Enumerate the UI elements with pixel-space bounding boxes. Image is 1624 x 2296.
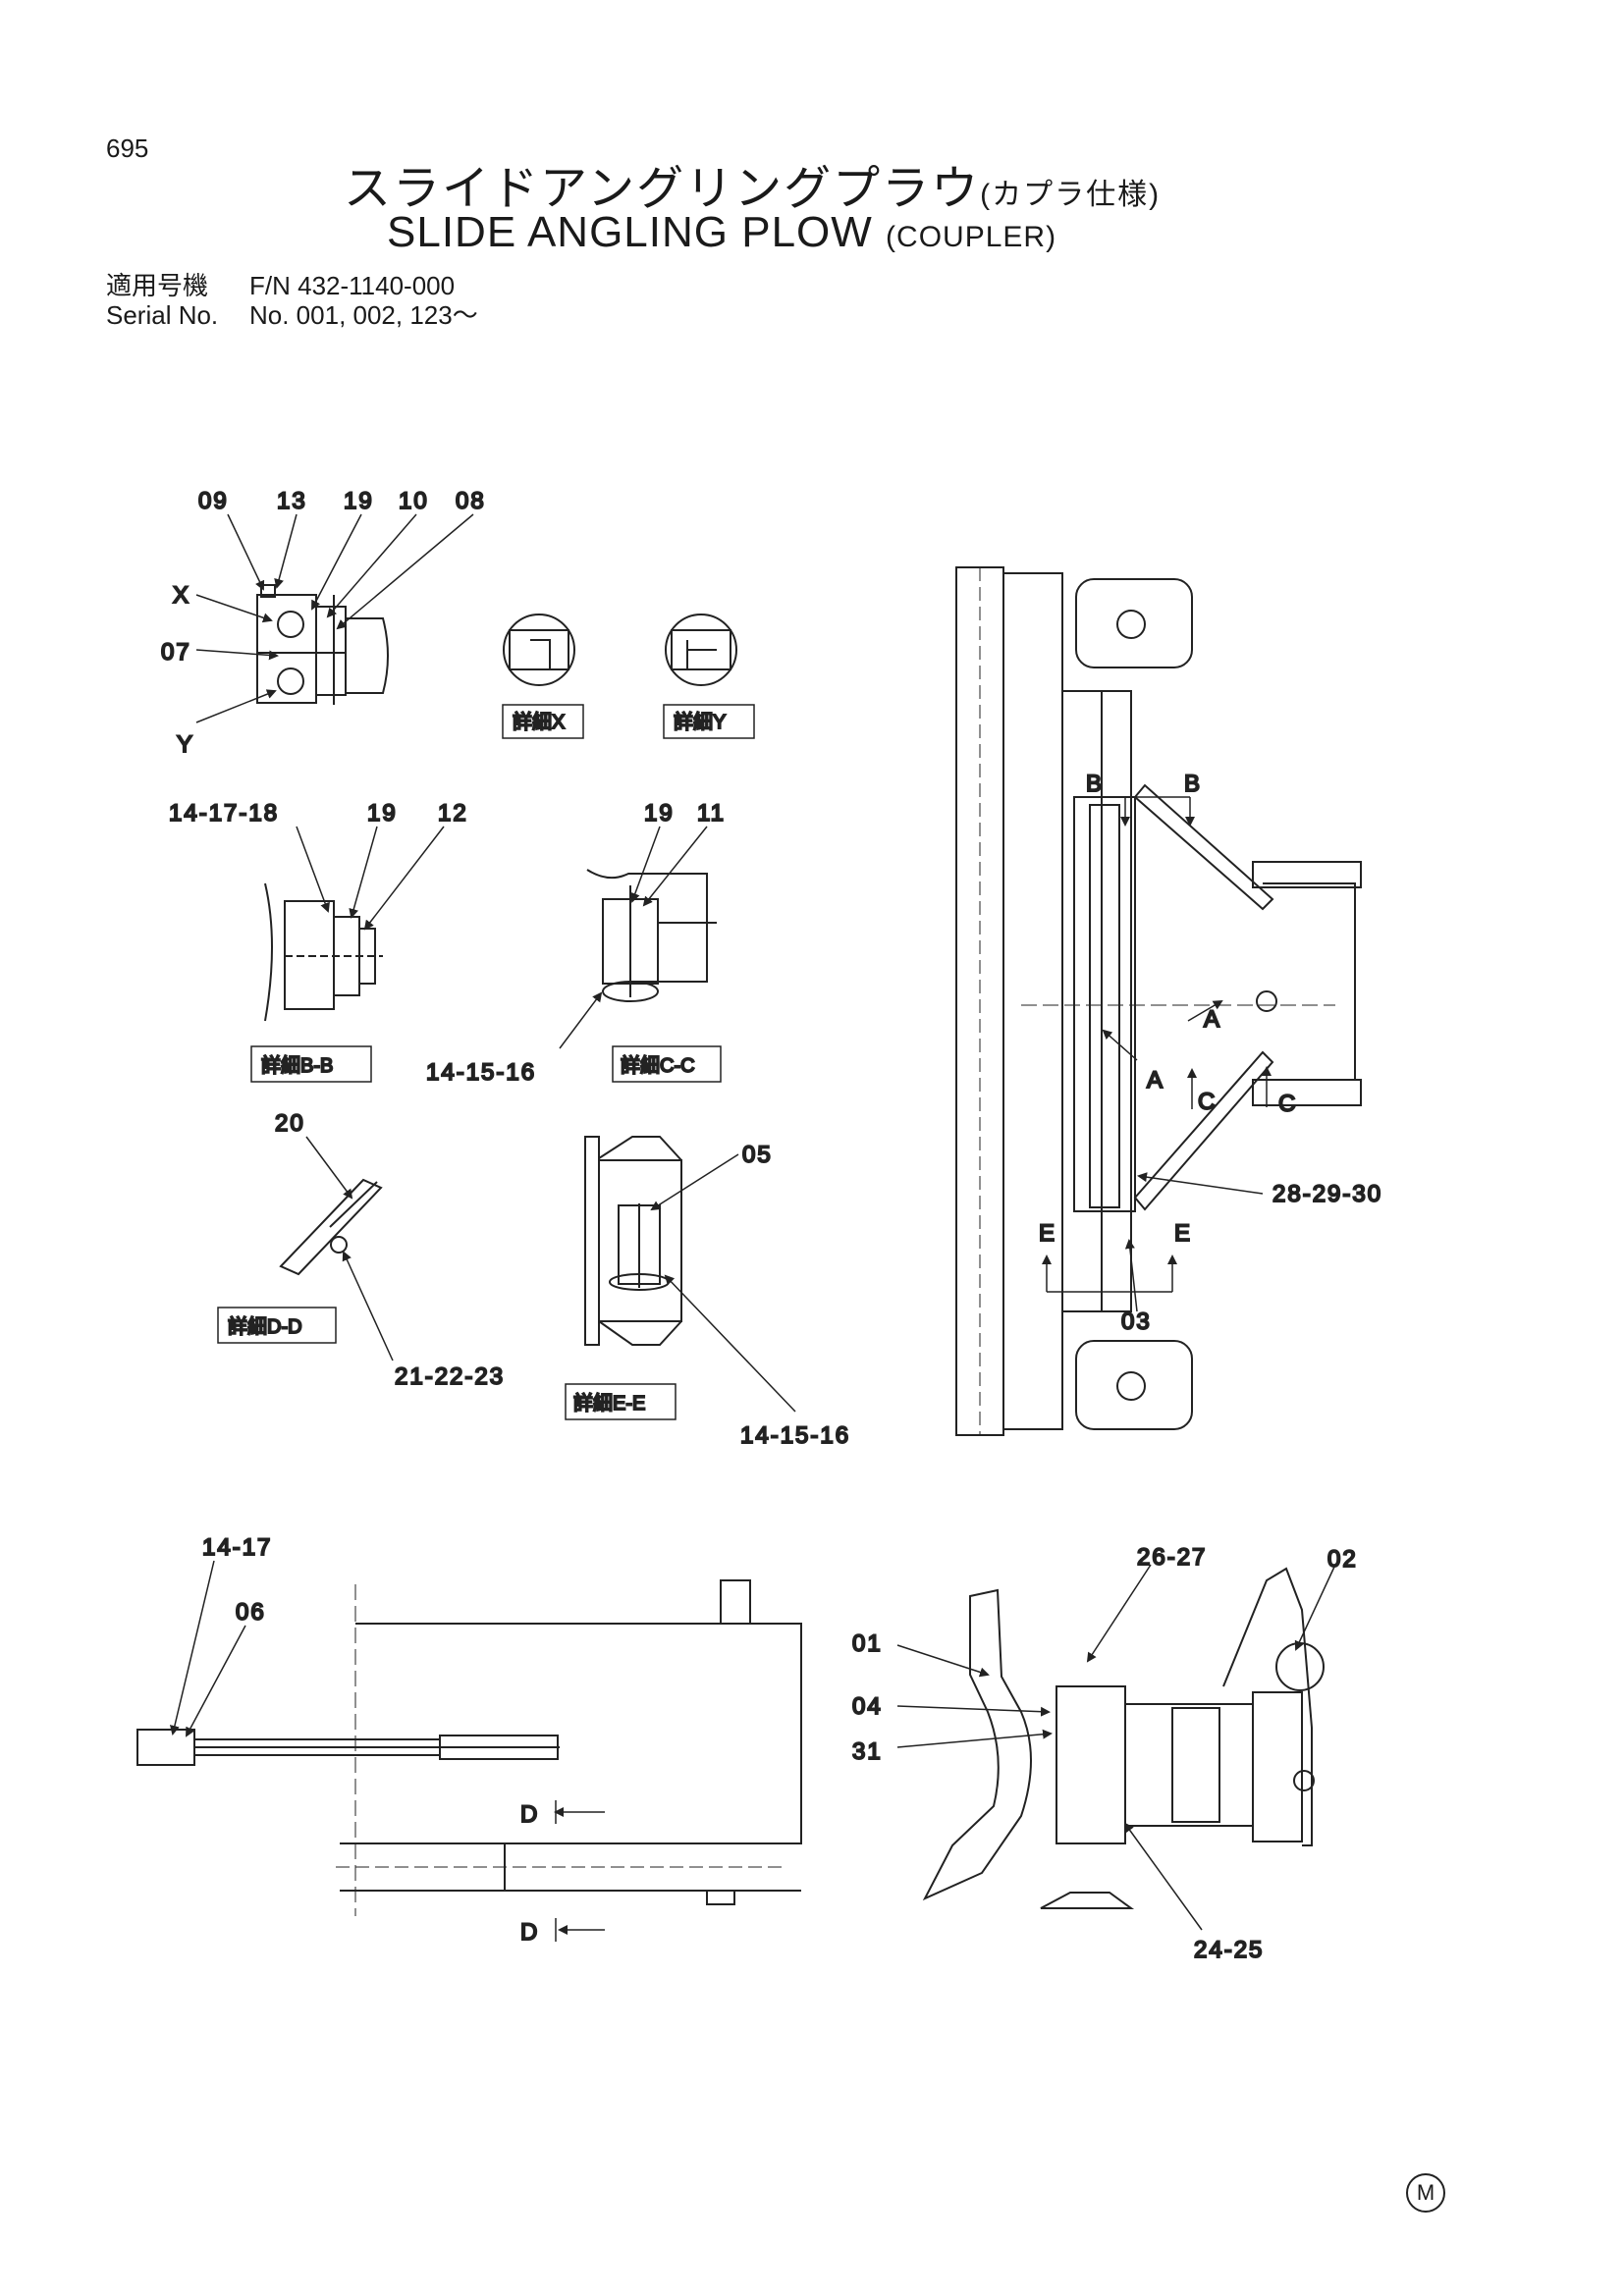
section-mark-B-right: B bbox=[1184, 771, 1200, 797]
detail-ee-leaders bbox=[650, 1153, 796, 1413]
serial-row: Serial No. No. 001, 002, 123～ bbox=[106, 300, 478, 330]
end-view bbox=[922, 1567, 1325, 1909]
model-value: F/N 432-1140-000 bbox=[249, 271, 456, 300]
callout-08: 08 bbox=[456, 488, 486, 514]
callout-19-cc: 19 bbox=[644, 800, 675, 827]
callout-24-25: 24-25 bbox=[1194, 1937, 1264, 1963]
callout-31: 31 bbox=[852, 1738, 883, 1765]
detail-x-view bbox=[502, 614, 584, 739]
detail-bb-label: 詳細B-B bbox=[261, 1054, 333, 1077]
detail-dd-view bbox=[217, 1178, 383, 1344]
section-mark-A-upper: A bbox=[1204, 1006, 1219, 1033]
detail-y-view bbox=[663, 614, 755, 739]
detail-cc-view bbox=[586, 869, 722, 1083]
pin-assembly-leaders bbox=[195, 513, 474, 723]
detail-cc-leaders bbox=[559, 826, 708, 1049]
detail-dd-label: 詳細D-D bbox=[228, 1315, 302, 1338]
callout-03: 03 bbox=[1121, 1308, 1152, 1335]
callout-14-17: 14-17 bbox=[202, 1534, 272, 1561]
title-english-sub: (COUPLER) bbox=[886, 221, 1057, 253]
title-japanese: スライドアングリングプラウ(カプラ仕様) bbox=[344, 149, 1161, 218]
title-japanese-sub: (カプラ仕様) bbox=[980, 179, 1162, 211]
callout-19-bb: 19 bbox=[367, 800, 398, 827]
callout-05: 05 bbox=[742, 1142, 773, 1168]
title-japanese-main: スライドアングリングプラウ bbox=[344, 163, 981, 215]
title-english-main: SLIDE ANGLING PLOW bbox=[387, 208, 873, 256]
callout-13: 13 bbox=[277, 488, 307, 514]
detail-cc-label: 詳細C-C bbox=[621, 1054, 695, 1077]
page-number: 695 bbox=[106, 133, 149, 163]
callout-19: 19 bbox=[344, 488, 374, 514]
catalog-mark: M bbox=[1406, 2173, 1445, 2213]
model-label: 適用号機 bbox=[106, 271, 209, 300]
section-mark-D-upper: D bbox=[520, 1801, 537, 1828]
section-mark-B-left: B bbox=[1086, 771, 1102, 797]
main-plan-section-marks bbox=[1042, 796, 1272, 1312]
detail-ee-label: 詳細E-E bbox=[573, 1392, 645, 1415]
detail-ee-view bbox=[565, 1136, 682, 1420]
callout-07: 07 bbox=[161, 639, 191, 666]
end-view-leaders bbox=[896, 1564, 1336, 1931]
callout-14-15-16-ee: 14-15-16 bbox=[740, 1422, 850, 1449]
detail-bb-view bbox=[250, 882, 383, 1083]
callout-04: 04 bbox=[852, 1693, 883, 1720]
model-row: 適用号機 F/N 432-1140-000 bbox=[106, 271, 478, 300]
detail-dd-leaders bbox=[305, 1136, 394, 1362]
side-view-leaders bbox=[169, 1560, 605, 1942]
callout-12: 12 bbox=[438, 800, 468, 827]
section-mark-C-right: C bbox=[1278, 1091, 1295, 1117]
callout-09: 09 bbox=[198, 488, 229, 514]
callout-28-29-30: 28-29-30 bbox=[1272, 1181, 1382, 1207]
main-plan-view bbox=[955, 566, 1362, 1436]
section-mark-D-lower: D bbox=[520, 1919, 537, 1946]
section-mark-E-right: E bbox=[1174, 1220, 1190, 1247]
callout-20: 20 bbox=[275, 1110, 305, 1137]
section-mark-E-left: E bbox=[1039, 1220, 1055, 1247]
section-mark-C-left: C bbox=[1198, 1089, 1215, 1115]
callout-01: 01 bbox=[852, 1630, 883, 1657]
detail-bb-leaders bbox=[296, 826, 445, 931]
applicability-block: 適用号機 F/N 432-1140-000 Serial No. No. 001, … bbox=[106, 271, 478, 330]
callout-26-27: 26-27 bbox=[1137, 1544, 1207, 1571]
serial-value: No. 001, 002, 123～ bbox=[249, 300, 478, 330]
section-mark-A-lower: A bbox=[1147, 1067, 1163, 1094]
callout-11: 11 bbox=[697, 800, 726, 827]
detail-x-label: 詳細X bbox=[513, 711, 565, 733]
callout-14-15-16-cc: 14-15-16 bbox=[426, 1059, 536, 1086]
callout-X: X bbox=[173, 582, 190, 609]
callout-02: 02 bbox=[1327, 1546, 1358, 1573]
side-view bbox=[136, 1579, 802, 1916]
title-english: SLIDE ANGLING PLOW (COUPLER) bbox=[387, 208, 1056, 257]
detail-y-label: 詳細Y bbox=[674, 711, 726, 733]
callout-Y: Y bbox=[177, 731, 194, 758]
callout-21-22-23: 21-22-23 bbox=[395, 1363, 505, 1390]
callout-06: 06 bbox=[236, 1599, 266, 1626]
serial-label: Serial No. bbox=[106, 300, 219, 330]
callout-14-17-18: 14-17-18 bbox=[169, 800, 279, 827]
callout-10: 10 bbox=[399, 488, 429, 514]
